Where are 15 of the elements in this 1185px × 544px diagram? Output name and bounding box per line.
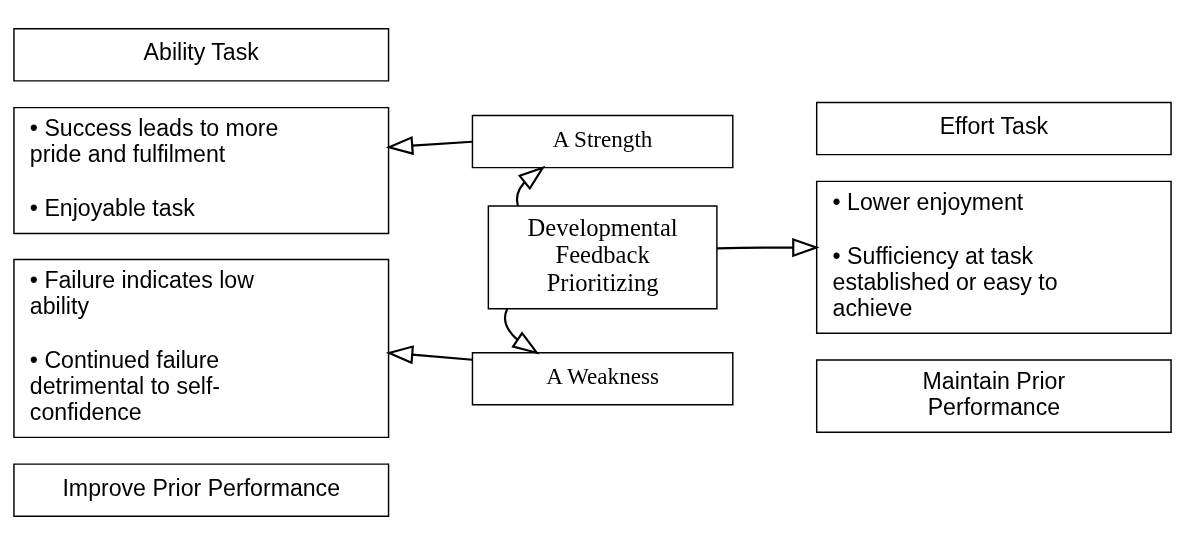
node-box: Maintain Prior Performance bbox=[815, 358, 1172, 433]
arrow bbox=[385, 344, 473, 364]
node-box: Developmental Feedback Prioritizing bbox=[487, 204, 718, 309]
node-box: A Strength bbox=[471, 114, 734, 168]
arrow bbox=[385, 135, 473, 155]
arrow bbox=[503, 307, 540, 355]
node-box: • Lower enjoyment • Sufficiency at task established or easy to achieve bbox=[815, 180, 1172, 334]
node-box: • Failure indicates low ability • Continued failure detrimental to self-confidence bbox=[13, 258, 390, 438]
node-box: Improve Prior Performance bbox=[13, 462, 390, 517]
node-box: Effort Task bbox=[815, 101, 1172, 155]
node-box: A Weakness bbox=[471, 351, 734, 406]
node-box: • Success leads to more pride and fulfilment • Enjoyable task bbox=[13, 106, 390, 234]
arrow bbox=[716, 237, 820, 257]
node-box: Ability Task bbox=[13, 27, 390, 82]
arrow bbox=[515, 165, 546, 206]
